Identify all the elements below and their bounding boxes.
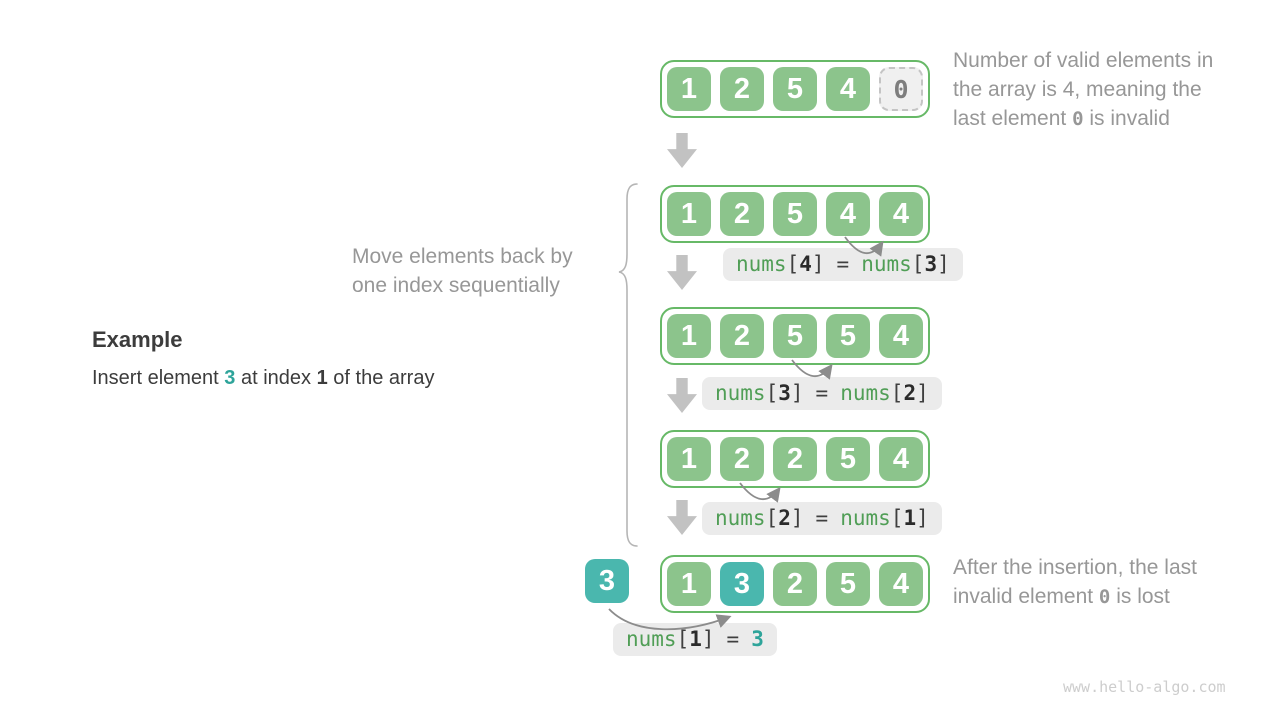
note-top-line3: last element 0 is invalid — [953, 104, 1273, 134]
code-bracket: ] — [701, 627, 715, 651]
move-note: Move elements back by one index sequenti… — [352, 242, 622, 300]
note-bottom-line1: After the insertion, the last — [953, 556, 1197, 579]
note-bottom-lost-value: 0 — [1098, 586, 1111, 608]
code-fn: nums — [715, 506, 766, 530]
code-index: 3 — [924, 252, 938, 276]
note-bottom-line2-post: is lost — [1110, 585, 1170, 608]
code-index: 1 — [903, 506, 917, 530]
array-cell: 1 — [667, 562, 711, 606]
array-cell: 5 — [826, 562, 870, 606]
down-arrow-icon — [667, 500, 697, 535]
code-label-1: nums[4]=nums[3] — [723, 248, 963, 281]
note-top-line3-post: is invalid — [1083, 107, 1170, 130]
curly-brace — [618, 183, 638, 547]
code-label-4: nums[1] = 3 — [613, 623, 777, 656]
code-equals: = — [815, 506, 829, 530]
array-cell: 4 — [879, 437, 923, 481]
down-arrow-icon — [667, 255, 697, 290]
array-cell: 4 — [826, 192, 870, 236]
array-row-1: 1 2 5 4 0 — [660, 60, 930, 118]
code-equals: = — [836, 252, 850, 276]
code-index: 4 — [799, 252, 812, 276]
array-row-5: 1 3 2 5 4 — [660, 555, 930, 613]
move-note-line2: one index sequentially — [352, 274, 560, 297]
array-row-3: 1 2 5 5 4 — [660, 307, 930, 365]
code-bracket: ] — [937, 252, 950, 276]
array-cell-inserted: 3 — [720, 562, 764, 606]
inserted-element-cell: 3 — [585, 559, 629, 603]
code-label-3: nums[2]=nums[1] — [702, 502, 942, 535]
desc-pre: Insert element — [92, 367, 225, 389]
example-description: Insert element 3 at index 1 of the array — [92, 365, 434, 392]
array-cell: 2 — [773, 437, 817, 481]
down-arrow-icon — [667, 378, 697, 413]
array-cell: 1 — [667, 67, 711, 111]
array-cell: 4 — [879, 314, 923, 358]
example-heading: Example — [92, 327, 183, 352]
watermark: www.hello-algo.com — [1063, 678, 1226, 696]
note-top-line2: the array is 4, meaning the — [953, 78, 1202, 101]
array-cell: 1 — [667, 437, 711, 481]
code-fn: nums — [840, 381, 891, 405]
note-top-invalid-value: 0 — [1072, 108, 1084, 130]
code-inserted-value: 3 — [751, 627, 764, 651]
array-row-2: 1 2 5 4 4 — [660, 185, 930, 243]
code-label-2: nums[3]=nums[2] — [702, 377, 942, 410]
code-bracket: [ — [765, 381, 779, 405]
code-bracket: [ — [911, 252, 925, 276]
array-cell: 5 — [826, 437, 870, 481]
code-bracket: [ — [890, 381, 904, 405]
array-cell: 4 — [826, 67, 870, 111]
code-index: 1 — [689, 627, 702, 651]
array-cell: 1 — [667, 314, 711, 358]
array-cell: 5 — [773, 192, 817, 236]
code-bracket: [ — [765, 506, 779, 530]
code-index: 3 — [778, 381, 791, 405]
desc-post: of the array — [327, 367, 435, 389]
array-cell: 1 — [667, 192, 711, 236]
desc-insert-index: 1 — [316, 367, 328, 389]
code-bracket: [ — [676, 627, 690, 651]
code-bracket: ] — [916, 381, 929, 405]
note-bottom-line2-pre: invalid element — [953, 585, 1099, 608]
note-bottom: After the insertion, the last invalid el… — [953, 553, 1273, 612]
array-cell: 2 — [720, 314, 764, 358]
code-bracket: ] — [811, 252, 825, 276]
array-cell: 5 — [826, 314, 870, 358]
code-bracket: [ — [890, 506, 904, 530]
code-equals: = — [815, 381, 829, 405]
code-bracket: [ — [786, 252, 800, 276]
code-fn: nums — [626, 627, 677, 651]
array-cell: 2 — [720, 192, 764, 236]
down-arrow-icon — [667, 133, 697, 168]
code-fn: nums — [736, 252, 787, 276]
array-cell: 5 — [773, 67, 817, 111]
code-bracket: ] — [790, 506, 804, 530]
desc-insert-value: 3 — [224, 367, 236, 389]
code-bracket: ] — [916, 506, 929, 530]
array-cell: 4 — [879, 562, 923, 606]
code-fn: nums — [840, 506, 891, 530]
array-cell: 4 — [879, 192, 923, 236]
desc-mid: at index — [235, 367, 317, 389]
array-cell: 2 — [720, 437, 764, 481]
code-fn: nums — [861, 252, 912, 276]
move-note-line1: Move elements back by — [352, 245, 573, 268]
array-cell: 2 — [720, 67, 764, 111]
array-row-4: 1 2 2 5 4 — [660, 430, 930, 488]
array-cell: 2 — [773, 562, 817, 606]
note-top-line1: Number of valid elements in — [953, 49, 1214, 72]
code-bracket: ] — [790, 381, 804, 405]
note-top: Number of valid elements in the array is… — [953, 46, 1273, 134]
note-bottom-line2: invalid element 0 is lost — [953, 582, 1273, 612]
array-cell-invalid: 0 — [879, 67, 923, 111]
array-cell: 5 — [773, 314, 817, 358]
example-block: Example Insert element 3 at index 1 of t… — [92, 326, 434, 392]
code-fn: nums — [715, 381, 766, 405]
code-equals: = — [726, 627, 740, 651]
code-index: 2 — [778, 506, 791, 530]
note-top-line3-pre: last element — [953, 107, 1073, 130]
code-index: 2 — [903, 381, 917, 405]
